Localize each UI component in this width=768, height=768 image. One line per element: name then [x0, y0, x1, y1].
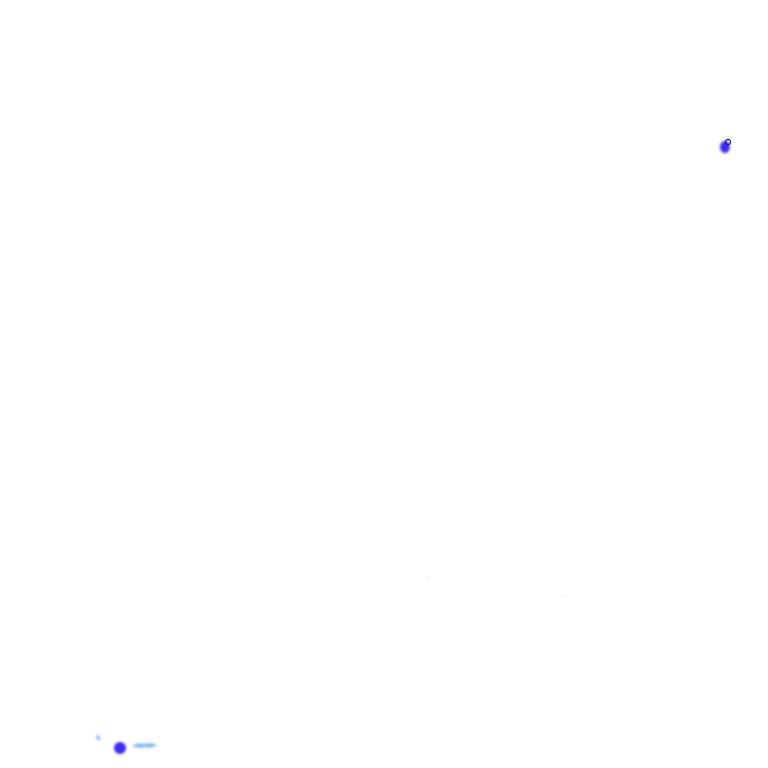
faint-speck-lower-right — [562, 595, 564, 597]
blue-blob-bottom-left — [114, 742, 126, 754]
blue-blob-top-right — [720, 138, 732, 153]
light-blue-flake-bottom-left — [96, 733, 101, 741]
bottom-left-cluster — [96, 733, 157, 754]
faint-speck-center — [428, 577, 430, 579]
light-blue-streak-bottom-left — [132, 743, 157, 748]
